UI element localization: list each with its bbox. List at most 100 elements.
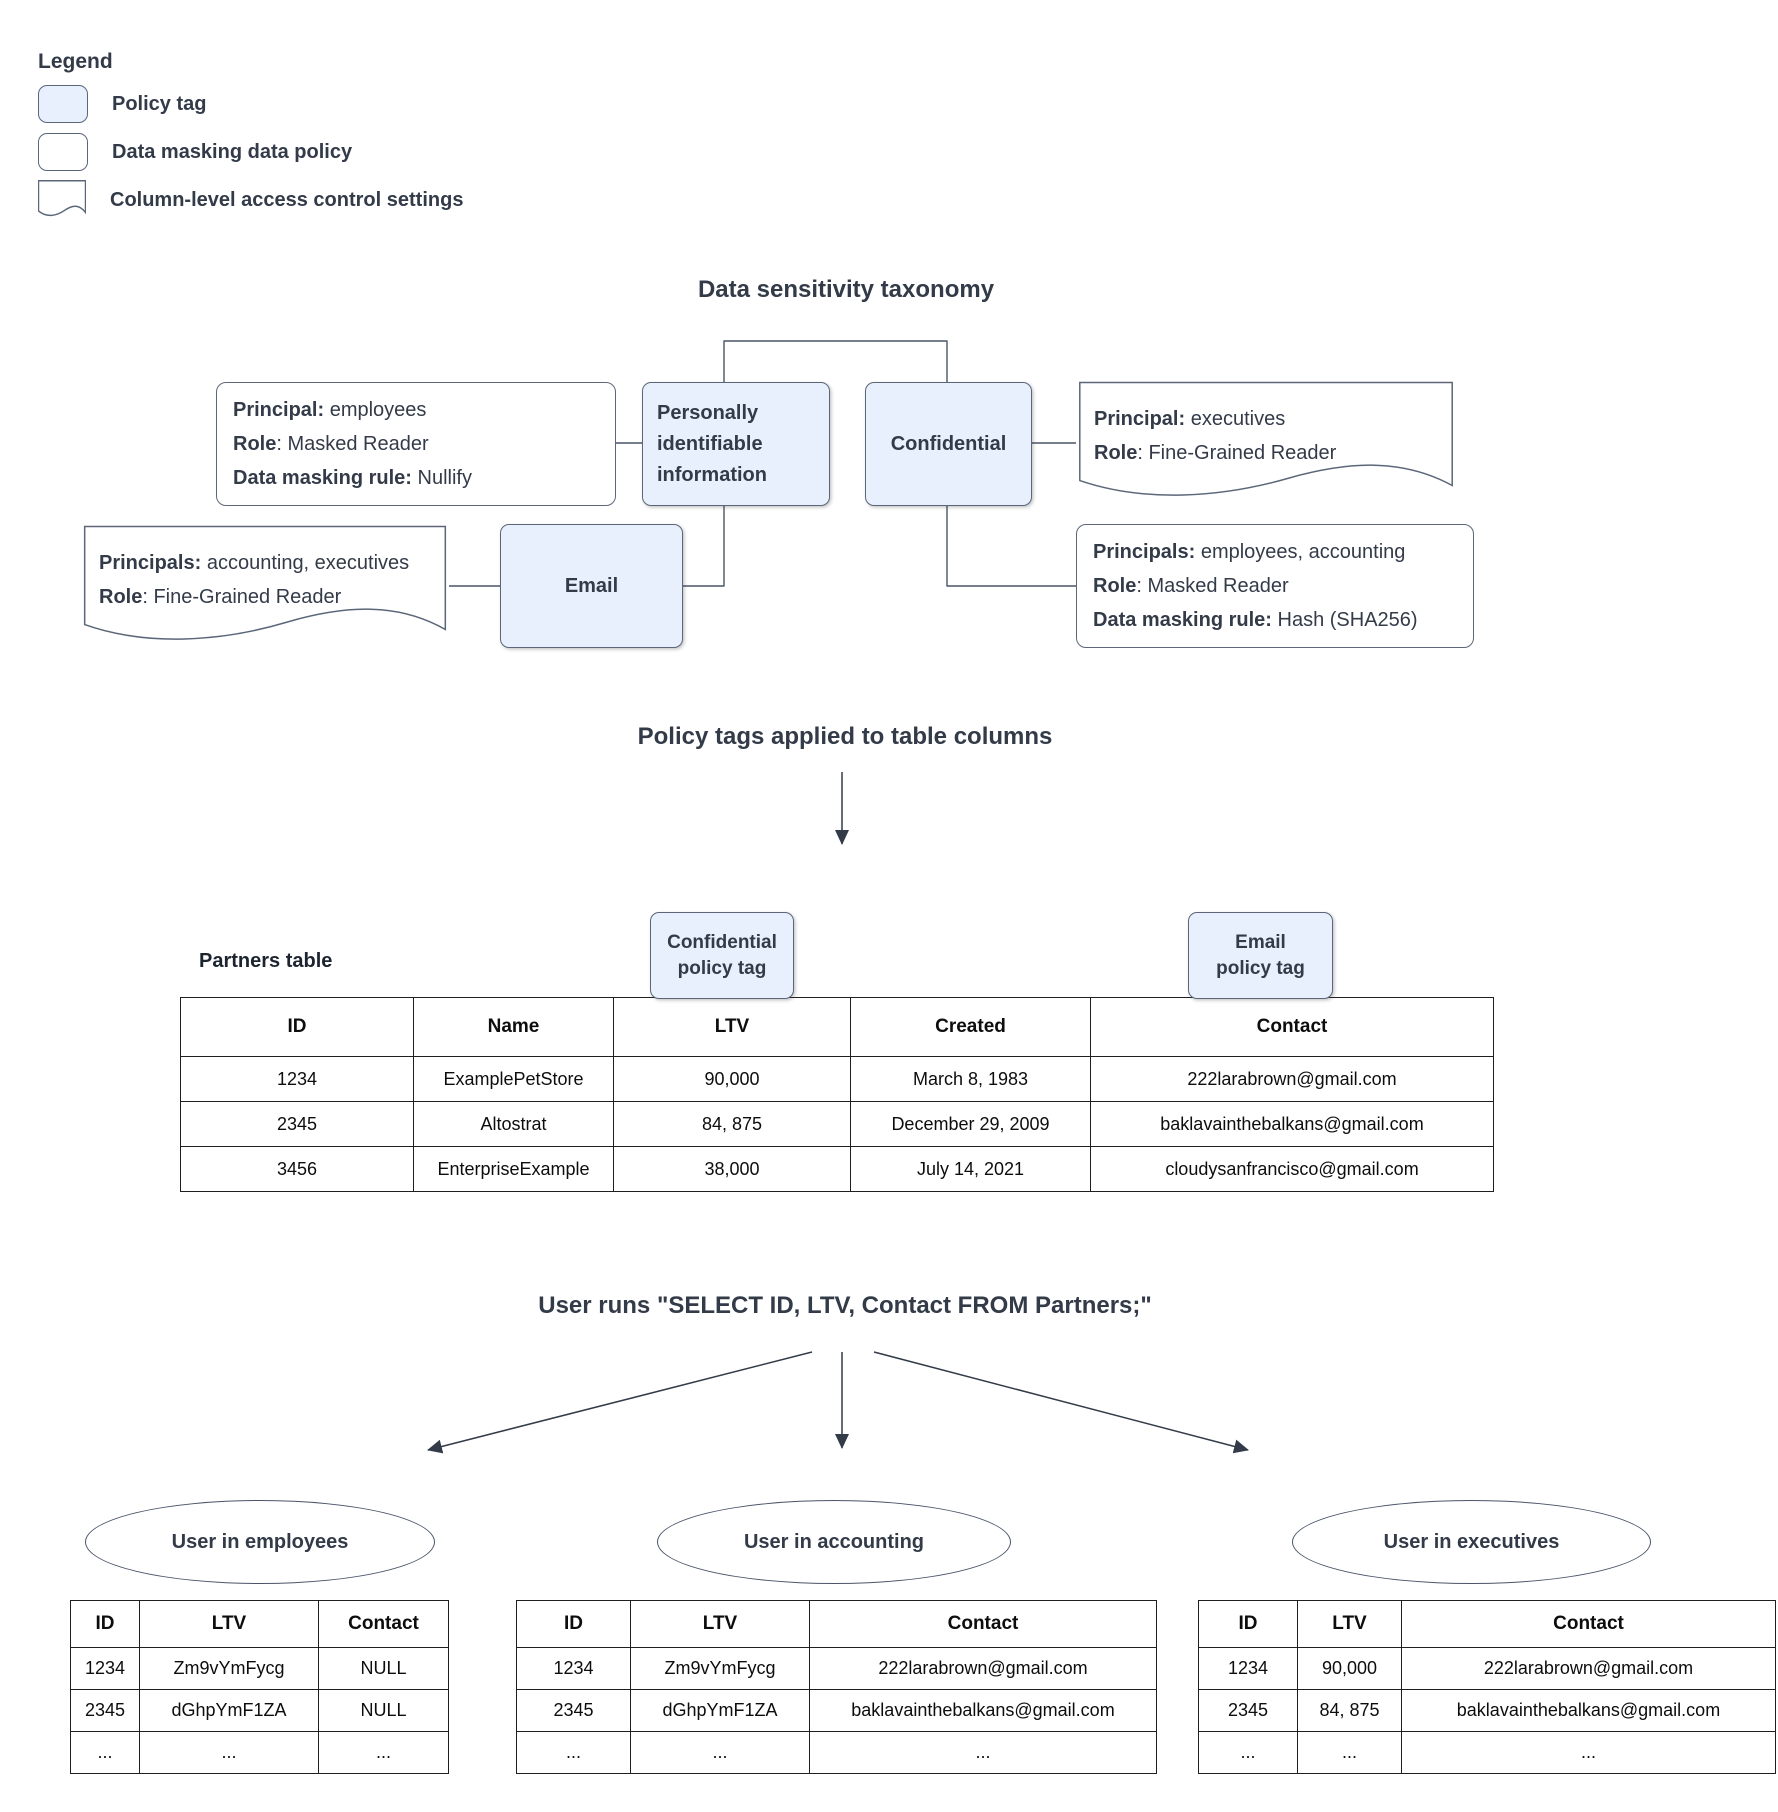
policy-text-line: Role: Masked Reader <box>233 433 429 455</box>
table-cell: NULL <box>318 1689 449 1732</box>
table-cell: 84, 875 <box>613 1101 851 1147</box>
connector-confidential-masking-policy <box>946 504 1076 587</box>
policy-tag-pii: Personally identifiable information <box>642 382 830 506</box>
table-cell: 90,000 <box>613 1056 851 1102</box>
table-cell: Zm9vYmFycg <box>139 1647 319 1690</box>
arrow-to-executives-icon <box>873 1351 1249 1454</box>
chip-line: Email <box>1235 931 1286 953</box>
policy-text-line: Data masking rule: Hash (SHA256) <box>1093 609 1418 631</box>
table-cell: 2345 <box>1198 1689 1298 1732</box>
table-row: ......... <box>70 1731 449 1774</box>
table-cell: ... <box>70 1731 140 1774</box>
policy-text-line: Principal: executives <box>1094 408 1286 430</box>
partners-table-label: Partners table <box>199 950 333 972</box>
table-cell: 1234 <box>1198 1647 1298 1690</box>
access-control-swatch-icon <box>38 180 86 220</box>
user-executives-oval: User in executives <box>1292 1500 1651 1584</box>
table-cell: 2345 <box>70 1689 140 1732</box>
policy-tag-swatch-icon <box>38 85 88 123</box>
policy-text-line: Principals: accounting, executives <box>99 552 410 574</box>
query-title: User runs "SELECT ID, LTV, Contact FROM … <box>538 1292 1152 1319</box>
table-cell: ... <box>809 1731 1157 1774</box>
data-policy-swatch-icon <box>38 133 88 171</box>
policy-text-line: Data masking rule: Nullify <box>233 467 472 489</box>
column-header: Contact <box>1090 997 1494 1057</box>
table-cell: NULL <box>318 1647 449 1690</box>
column-header: Contact <box>318 1600 449 1648</box>
table-cell: ... <box>1198 1731 1298 1774</box>
table-cell: ... <box>1401 1731 1776 1774</box>
policy-tag-confidential-label: Confidential <box>890 432 1007 455</box>
column-header: Name <box>413 997 614 1057</box>
connector-pii-email <box>681 504 725 587</box>
table-cell: 1234 <box>70 1647 140 1690</box>
table-cell: ExamplePetStore <box>413 1056 614 1102</box>
table-cell: 222larabrown@gmail.com <box>1401 1647 1776 1690</box>
column-header: ID <box>1198 1600 1298 1648</box>
table-cell: ... <box>630 1731 810 1774</box>
column-header: LTV <box>139 1600 319 1648</box>
column-header: Contact <box>809 1600 1157 1648</box>
column-header: ID <box>70 1600 140 1648</box>
table-cell: December 29, 2009 <box>850 1101 1091 1147</box>
policy-tag-email: Email <box>500 524 683 648</box>
policy-text-line: Principals: employees, accounting <box>1093 541 1406 563</box>
table-cell: 84, 875 <box>1297 1689 1402 1732</box>
legend-title: Legend <box>38 50 113 73</box>
column-header: Created <box>850 997 1091 1057</box>
table-cell: baklavainthebalkans@gmail.com <box>1090 1101 1494 1147</box>
policy-text-line: Role: Fine-Grained Reader <box>99 586 342 608</box>
policy-text-line: Principal: employees <box>233 399 427 421</box>
column-header: ID <box>516 1600 631 1648</box>
table-cell: 3456 <box>180 1146 414 1192</box>
table-cell: 2345 <box>516 1689 631 1732</box>
column-header: LTV <box>613 997 851 1057</box>
table-cell: ... <box>139 1731 319 1774</box>
table-row: ......... <box>1198 1731 1776 1774</box>
table-cell: 38,000 <box>613 1146 851 1192</box>
table-cell: ... <box>318 1731 449 1774</box>
table-cell: Altostrat <box>413 1101 614 1147</box>
table-row: ......... <box>516 1731 1157 1774</box>
table-cell: cloudysanfrancisco@gmail.com <box>1090 1146 1494 1192</box>
document-shape <box>1076 380 1456 510</box>
chip-confidential-policy-tag: Confidential policy tag <box>650 912 794 999</box>
table-cell: ... <box>516 1731 631 1774</box>
table-cell: 2345 <box>180 1101 414 1147</box>
legend-item-label: Data masking data policy <box>112 140 353 163</box>
policy-text-line: Role: Masked Reader <box>1093 575 1289 597</box>
user-accounting-oval: User in accounting <box>657 1500 1011 1584</box>
document-shape <box>81 524 449 654</box>
user-accounting-label: User in accounting <box>743 1530 925 1553</box>
user-employees-oval: User in employees <box>85 1500 435 1584</box>
table-cell: 1234 <box>516 1647 631 1690</box>
legend-item-policy-tag: Policy tag <box>38 84 463 124</box>
legend: Legend Policy tag Data masking data poli… <box>38 50 463 228</box>
chip-email-policy-tag: Email policy tag <box>1188 912 1333 999</box>
policy-tag-pii-label: Personally identifiable information <box>657 401 767 486</box>
chip-line: Confidential <box>667 931 777 953</box>
policy-tag-email-label: Email <box>564 574 619 597</box>
policy-text-line: Role: Fine-Grained Reader <box>1094 442 1337 464</box>
table-cell: dGhpYmF1ZA <box>630 1689 810 1732</box>
user-employees-label: User in employees <box>171 1530 349 1553</box>
table-cell: July 14, 2021 <box>850 1146 1091 1192</box>
taxonomy-title: Data sensitivity taxonomy <box>697 276 995 303</box>
column-header: ID <box>180 997 414 1057</box>
legend-item-label: Policy tag <box>112 92 207 115</box>
